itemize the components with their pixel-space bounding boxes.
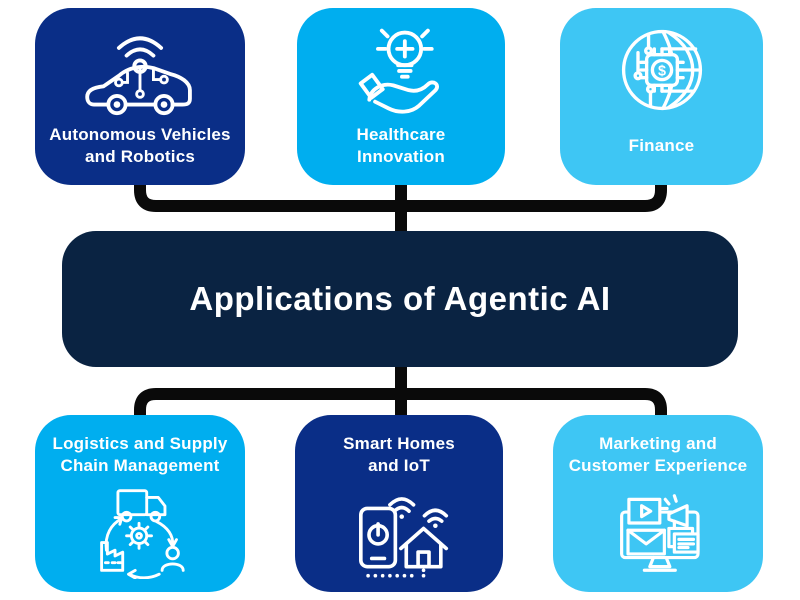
node-label: Autonomous Vehicles and Robotics [49, 124, 230, 168]
node-finance: $ Finance [560, 8, 763, 185]
page-title: Applications of Agentic AI [189, 280, 611, 317]
node-label: Smart Homes and IoT [343, 433, 455, 477]
hub-applications-of-agentic-ai: Applications of Agentic AI [62, 231, 738, 367]
node-label-line: Finance [628, 136, 695, 155]
node-autonomous-vehicles: Autonomous Vehicles and Robotics [35, 8, 245, 185]
node-label-line: Marketing and [599, 434, 717, 453]
node-marketing-customer-experience: Marketing and Customer Experience [553, 415, 763, 592]
node-healthcare-innovation: Healthcare Innovation [297, 8, 505, 185]
node-label-line: Chain Management [60, 456, 220, 475]
supply-chain-cycle-icon [100, 489, 185, 579]
globe-circuit-dollar-chip-icon: $ [621, 29, 702, 111]
monitor-megaphone-email-icon [620, 494, 700, 572]
node-label-line: Healthcare [356, 125, 446, 144]
node-smart-homes-iot: Smart Homes and IoT [295, 415, 503, 592]
node-label: Marketing and Customer Experience [569, 433, 748, 477]
node-label-line: and IoT [368, 456, 430, 475]
node-label-line: Logistics and Supply [52, 434, 228, 453]
svg-text:$: $ [657, 63, 665, 79]
autonomous-car-wifi-icon [85, 36, 192, 116]
node-label: Logistics and Supply Chain Management [53, 433, 228, 477]
node-label-line: Autonomous Vehicles [49, 125, 231, 144]
node-logistics-supply-chain: Logistics and Supply Chain Management [35, 415, 245, 592]
node-label-line: Smart Homes [343, 434, 455, 453]
node-label-line: Innovation [357, 147, 445, 166]
node-label: Finance [629, 124, 695, 168]
node-label: Healthcare Innovation [357, 124, 446, 168]
smartphone-smart-house-icon [359, 497, 449, 578]
node-label-line: Customer Experience [568, 456, 748, 475]
hand-lightbulb-medical-icon [358, 28, 439, 114]
node-label-line: and Robotics [84, 147, 196, 166]
